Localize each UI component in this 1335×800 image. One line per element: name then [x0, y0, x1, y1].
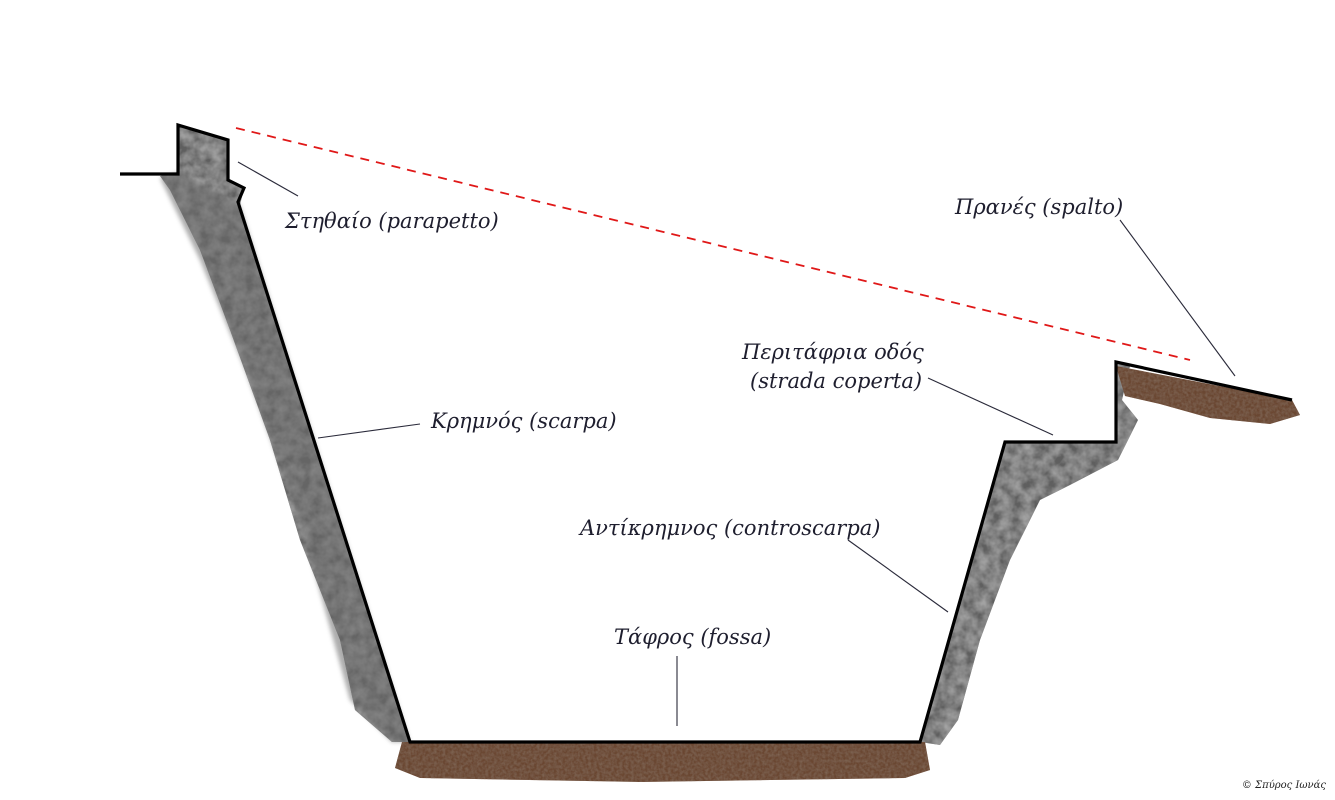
covered-way-leader — [927, 377, 1054, 436]
scarp-label: Κρημνός (scarpa) — [430, 409, 617, 433]
parapet-leader — [237, 161, 299, 197]
counterscarp-masonry — [920, 362, 1138, 745]
ditch-earth — [395, 742, 930, 782]
glacis-earth — [1116, 366, 1300, 424]
glacis-label: Πρανές (spalto) — [954, 195, 1123, 219]
scarp-outline — [120, 122, 1293, 744]
line-of-fire — [235, 127, 1191, 361]
parapet-label: Στηθαίο (parapetto) — [284, 209, 499, 233]
scarp-masonry-edge — [160, 172, 410, 742]
covered-way-label-line1: Περιτάφρια οδός — [741, 340, 924, 364]
ditch-label: Τάφρος (fossa) — [614, 625, 771, 649]
covered-way-label-line2: (strada coperta) — [750, 369, 922, 393]
copyright-credit: © Σπύρος Ιωνάς — [1242, 780, 1327, 791]
counterscarp-label: Αντίκρημνος (controscarpa) — [578, 516, 880, 540]
counterscarp-leader — [847, 539, 949, 613]
glacis-leader — [1119, 219, 1236, 377]
scarp-leader — [317, 423, 421, 439]
